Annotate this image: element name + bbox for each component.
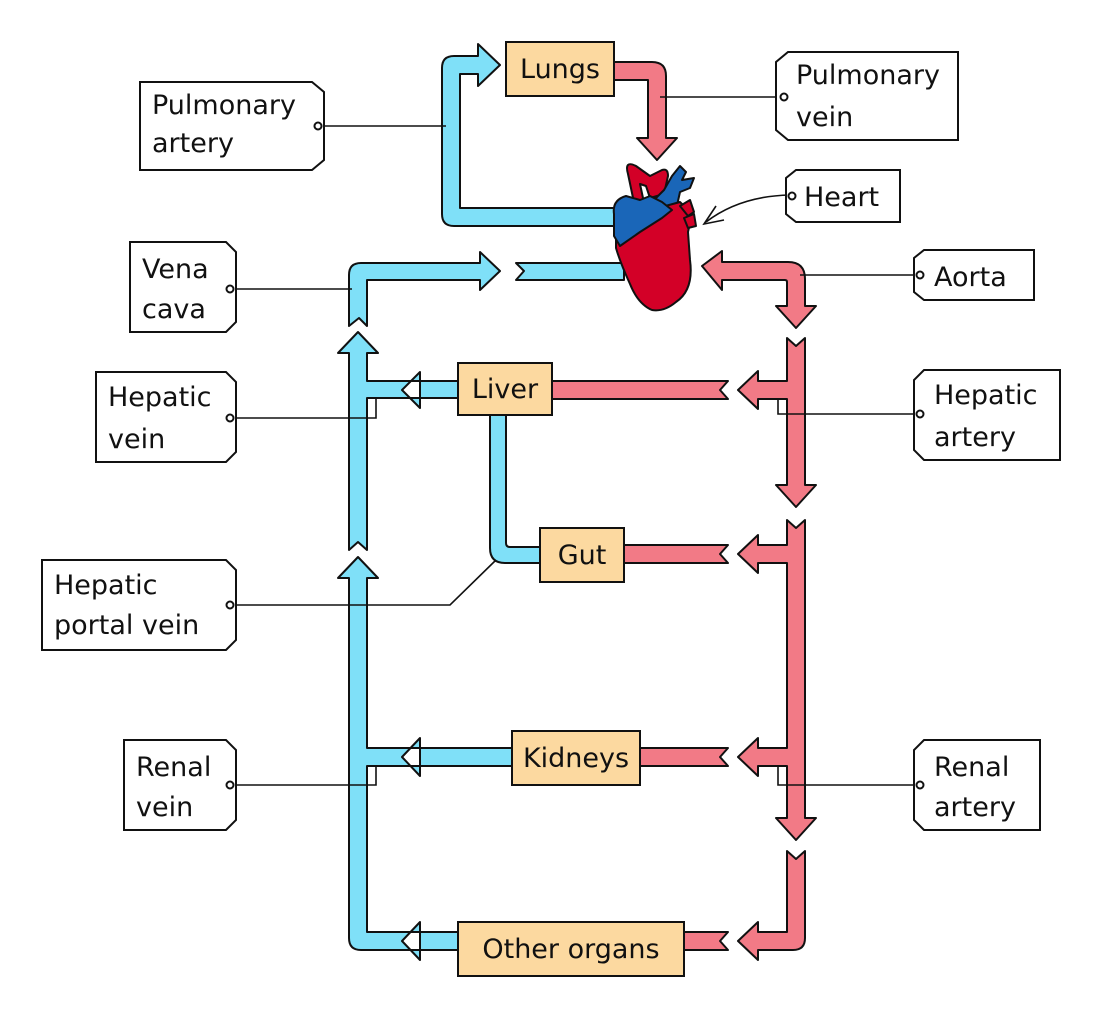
other-organs-artery-vessel: [683, 931, 729, 951]
organ-liver-label: Liver: [472, 374, 539, 405]
label-hepatic-portal-vein-line1: Hepatic: [54, 570, 158, 601]
label-renal-vein-line1: Renal: [136, 752, 211, 783]
leader-hepatic-artery: [777, 399, 918, 415]
veins: [337, 43, 625, 961]
aorta-vessel: [701, 250, 817, 329]
tag-hole: [225, 284, 235, 294]
hepatic-portal-vein-vessel: [489, 413, 541, 564]
vena-cava-vessel: [348, 251, 501, 327]
other-organs-vein-vessel: [419, 931, 459, 951]
heart-pulmonary-trunk: [647, 165, 695, 211]
heart-vessel-stub-1: [679, 199, 695, 217]
tag-hole: [225, 600, 235, 610]
vena-cava-entry: [515, 262, 625, 281]
label-aorta: Aorta: [913, 249, 1035, 301]
label-pulmonary-artery-line2: artery: [152, 128, 234, 159]
organ-kidneys-label: Kidneys: [523, 743, 629, 774]
label-renal-artery-line2: artery: [934, 792, 1016, 823]
label-renal-artery-line1: Renal: [934, 752, 1009, 783]
organ-lungs-label: Lungs: [520, 54, 600, 85]
tag-hole: [225, 413, 235, 423]
tag-hole: [915, 409, 925, 419]
leader-hepatic-portal-vein: [230, 559, 497, 606]
tag-hole: [915, 780, 925, 790]
label-pulmonary-vein: Pulmonary vein: [775, 51, 959, 141]
leader-renal-vein: [230, 766, 377, 786]
hepatic-artery-vessel: [551, 380, 729, 400]
label-vena-cava-line2: cava: [142, 294, 206, 325]
organ-gut-label: Gut: [558, 540, 607, 571]
organ-liver: Liver: [457, 362, 553, 416]
pulmonary-artery-vessel: [441, 43, 619, 227]
organ-lungs: Lungs: [505, 41, 615, 97]
label-heart-text: Heart: [804, 182, 879, 213]
tag-hole: [787, 191, 797, 201]
label-hepatic-portal-vein-line2: portal vein: [54, 610, 199, 641]
leader-heart-arrowhead: [702, 205, 725, 226]
label-aorta-text: Aorta: [934, 262, 1007, 293]
label-hepatic-artery: Hepatic artery: [913, 369, 1061, 461]
leader-hepatic-vein: [230, 398, 377, 419]
label-hepatic-portal-vein: Hepatic portal vein: [41, 559, 237, 651]
label-vena-cava: Vena cava: [129, 241, 237, 333]
tag-hole: [225, 780, 235, 790]
tag-hole: [313, 121, 323, 131]
heart-icon: [612, 163, 697, 312]
leader-heart: [705, 194, 791, 223]
leader-renal-artery: [777, 766, 918, 786]
organ-gut: Gut: [539, 527, 625, 583]
label-hepatic-artery-line1: Hepatic: [934, 380, 1038, 411]
label-hepatic-vein-line1: Hepatic: [108, 382, 212, 413]
renal-vein-vessel: [419, 747, 513, 767]
upper-main-artery: [737, 337, 817, 508]
label-hepatic-vein-line2: vein: [108, 424, 165, 455]
upper-main-vein: [337, 331, 421, 551]
label-pulmonary-artery: Pulmonary artery: [139, 81, 325, 171]
hepatic-vein-vessel: [419, 380, 461, 399]
label-renal-vein: Renal vein: [123, 739, 237, 831]
heart-vessel-stub-2: [683, 213, 697, 229]
leader-lines: [230, 96, 918, 786]
label-hepatic-vein: Hepatic vein: [95, 371, 237, 463]
organ-kidneys: Kidneys: [511, 730, 641, 786]
organ-other-label: Other organs: [482, 934, 659, 965]
pulmonary-vein-vessel: [613, 61, 678, 161]
gut-artery-vessel: [623, 544, 729, 564]
label-vena-cava-line1: Vena: [142, 254, 209, 285]
label-hepatic-artery-line2: artery: [934, 422, 1016, 453]
tag-hole: [915, 270, 925, 280]
organ-boxes: Lungs Liver Gut Kidneys Other organs: [457, 41, 685, 977]
label-pulmonary-vein-line2: vein: [796, 102, 853, 133]
lower-main-vein: [337, 556, 421, 961]
label-tags: Pulmonary artery Pulmonary vein Heart Ve…: [41, 51, 1061, 831]
label-renal-artery: Renal artery: [913, 739, 1041, 831]
organ-other: Other organs: [457, 921, 685, 977]
lower-main-artery: [737, 850, 806, 961]
renal-artery-vessel: [639, 747, 729, 767]
label-renal-vein-line2: vein: [136, 792, 193, 823]
arteries: [551, 61, 817, 961]
label-pulmonary-vein-line1: Pulmonary: [796, 60, 940, 91]
middle-main-artery: [737, 519, 817, 841]
label-pulmonary-artery-line1: Pulmonary: [152, 90, 296, 121]
label-heart: Heart: [785, 169, 901, 223]
tag-hole: [779, 92, 789, 102]
heart-right-atrium: [612, 195, 673, 247]
